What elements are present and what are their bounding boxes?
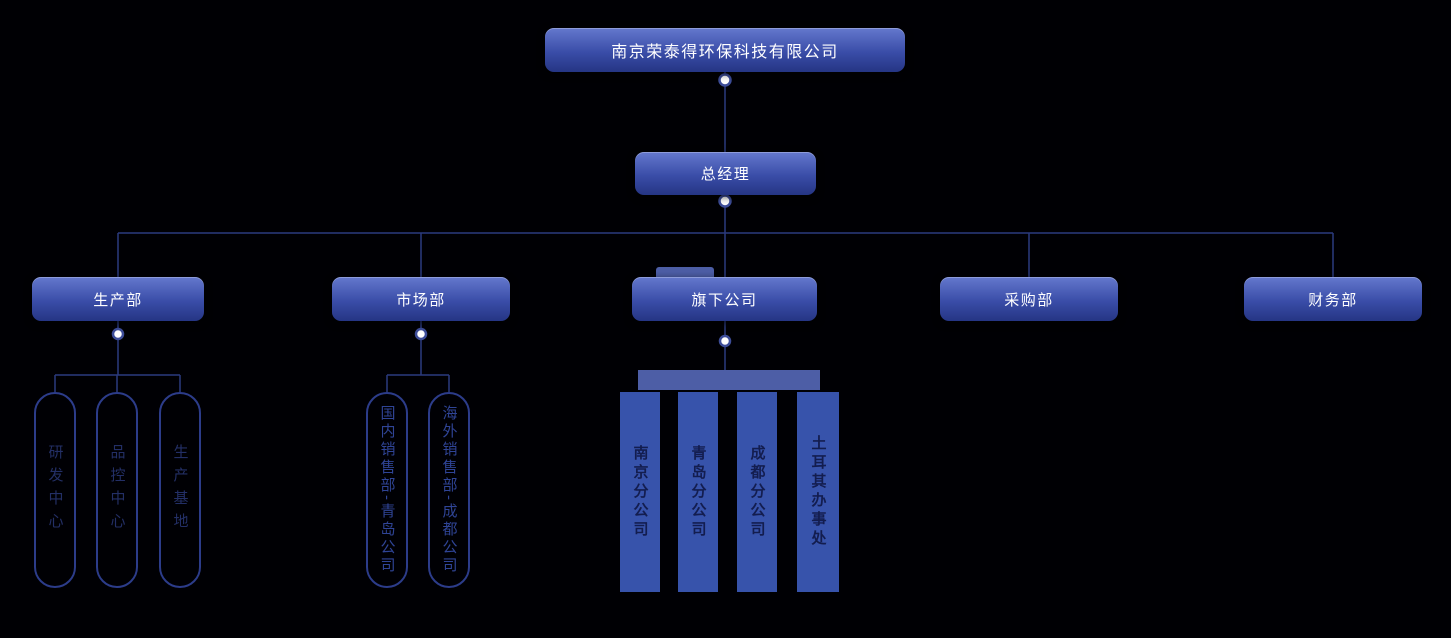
connector-dot [718,194,732,208]
connector-dot [718,334,732,348]
node-turkey-office-label: 土耳其办事处 [809,435,827,549]
node-quality-center: 品控中心 [96,392,138,588]
connector-dot [111,327,125,341]
node-nanjing-branch-label: 南京分公司 [631,444,649,540]
node-marketing-dept: 市场部 [332,277,510,321]
node-chengdu-branch: 成都分公司 [737,392,777,592]
node-general-manager: 总经理 [635,152,816,195]
building-roof-peak [656,267,714,279]
node-purchasing-dept: 采购部 [940,277,1118,321]
node-research-center: 研发中心 [34,392,76,588]
node-finance-dept: 财务部 [1244,277,1422,321]
node-production-base-label: 生产基地 [171,444,189,536]
node-domestic-sales-label: 国内销售部-青岛公司 [378,405,396,575]
node-turkey-office: 土耳其办事处 [797,392,839,592]
connector-dot [414,327,428,341]
node-subsidiaries: 旗下公司 [632,277,817,321]
node-production-base: 生产基地 [159,392,201,588]
node-nanjing-branch: 南京分公司 [620,392,660,592]
node-company: 南京荣泰得环保科技有限公司 [545,28,905,72]
node-research-center-label: 研发中心 [46,444,64,536]
node-overseas-sales: 海外销售部-成都公司 [428,392,470,588]
connector-dot [718,73,732,87]
node-quality-center-label: 品控中心 [108,444,126,536]
node-chengdu-branch-label: 成都分公司 [748,444,766,540]
node-qingdao-branch-label: 青岛分公司 [689,444,707,540]
node-qingdao-branch: 青岛分公司 [678,392,718,592]
building-architrave [638,370,820,390]
node-domestic-sales: 国内销售部-青岛公司 [366,392,408,588]
connector-path [54,72,1334,392]
node-overseas-sales-label: 海外销售部-成都公司 [440,405,458,575]
node-production-dept: 生产部 [32,277,204,321]
